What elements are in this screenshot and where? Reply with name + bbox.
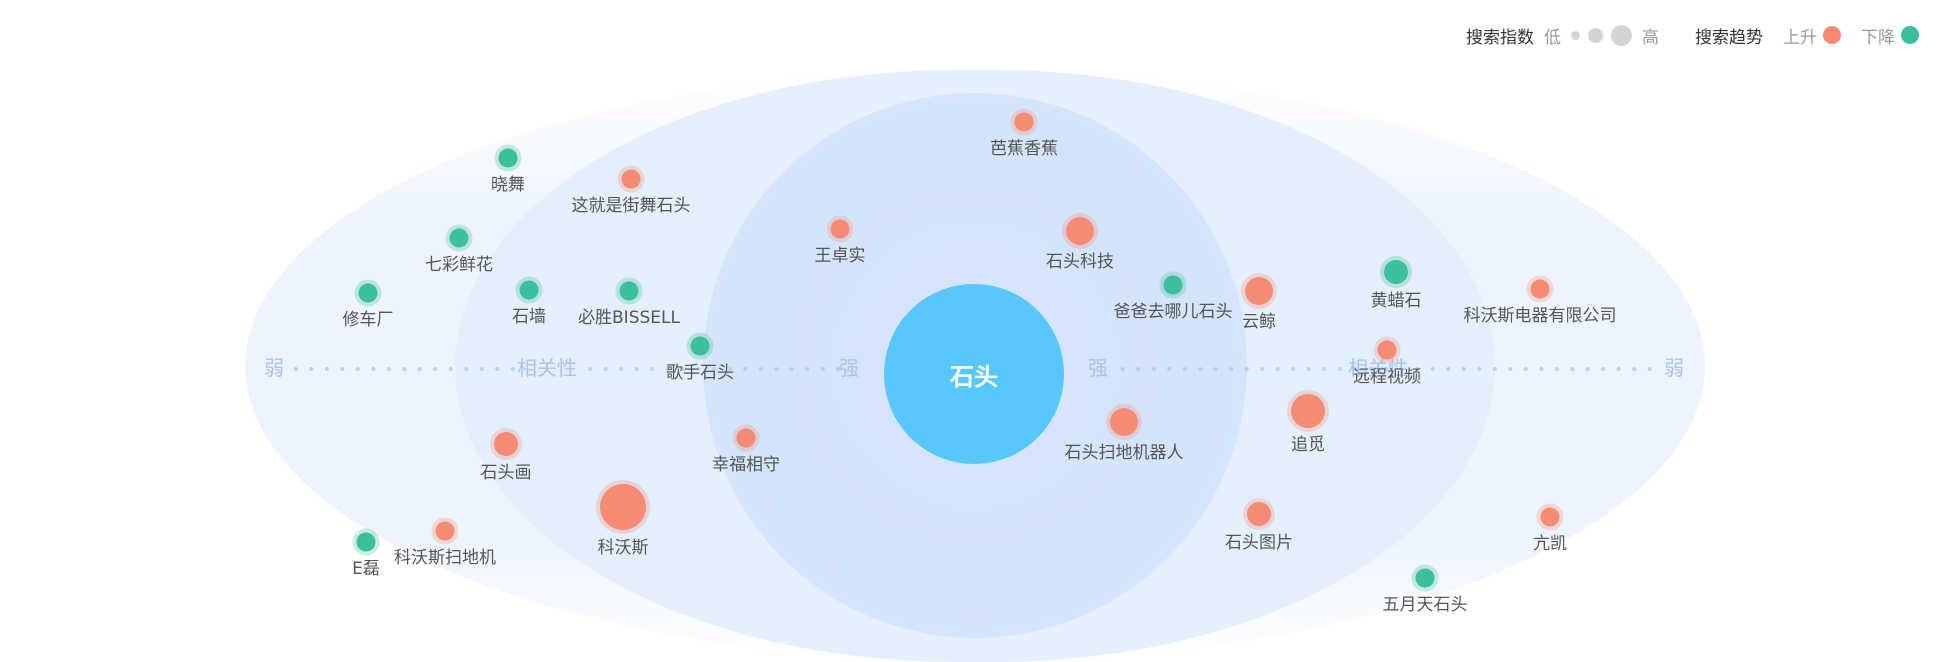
trend-dot xyxy=(519,280,539,300)
axis-left-strong-label: 强 xyxy=(839,356,859,380)
keyword-label: 石头科技 xyxy=(1046,252,1114,272)
keyword-label: 晓舞 xyxy=(491,175,525,195)
trend-down-label: 下降 xyxy=(1861,27,1895,48)
keyword-label: 这就是街舞石头 xyxy=(571,196,691,216)
axis-right-weak-label: 弱 xyxy=(1664,356,1684,380)
axis-right-strong-label: 强 xyxy=(1088,356,1108,380)
trend-dot xyxy=(690,336,710,356)
trend-dot xyxy=(1384,260,1408,284)
keyword-label: 亢凯 xyxy=(1533,534,1567,554)
trend-dot xyxy=(498,148,518,168)
keyword-label: 黄蜡石 xyxy=(1370,291,1422,311)
trend-down-dot-icon xyxy=(1901,26,1919,44)
keyword-label: 爸爸去哪儿石头 xyxy=(1113,302,1233,322)
trend-dot xyxy=(1163,275,1183,295)
trend-dot xyxy=(830,219,850,239)
trend-dot xyxy=(449,228,469,248)
keyword-label: 歌手石头 xyxy=(666,363,734,383)
trend-dot xyxy=(736,428,756,448)
keyword-label: 五月天石头 xyxy=(1382,595,1468,615)
trend-dot xyxy=(600,484,646,530)
axis-right-dots xyxy=(1115,367,1663,371)
keyword-label: 修车厂 xyxy=(342,310,394,330)
keyword-label: 七彩鲜花 xyxy=(425,255,493,275)
trend-dot xyxy=(1415,568,1435,588)
trend-dot xyxy=(1247,502,1271,526)
keyword-label: 科沃斯电器有限公司 xyxy=(1463,306,1617,326)
trend-dot xyxy=(358,283,378,303)
search-index-low-label: 低 xyxy=(1544,27,1561,48)
size-medium-dot-icon xyxy=(1588,27,1603,43)
trend-dot xyxy=(1110,408,1138,436)
axis-left-weak-label: 弱 xyxy=(264,356,284,380)
trend-dot xyxy=(619,281,639,301)
trend-dot xyxy=(1540,507,1560,527)
size-large-dot-icon xyxy=(1611,24,1632,46)
keyword-label: 石头图片 xyxy=(1225,533,1293,553)
keyword-label: 芭蕉香蕉 xyxy=(990,139,1058,159)
trend-dot xyxy=(1066,217,1094,245)
keyword-label: 石头扫地机器人 xyxy=(1064,443,1184,463)
search-index-legend-title: 搜索指数 xyxy=(1466,27,1534,48)
trend-dot xyxy=(1377,340,1397,360)
trend-up-dot-icon xyxy=(1823,26,1841,44)
keyword-label: 云鲸 xyxy=(1242,312,1276,332)
keyword-label: 远程视频 xyxy=(1353,367,1421,387)
trend-dot xyxy=(1530,279,1550,299)
keyword-label: E磊 xyxy=(352,559,380,579)
keyword-label: 科沃斯扫地机 xyxy=(394,548,496,568)
trend-dot xyxy=(494,432,518,456)
axis-left-relevance-label: 相关性 xyxy=(515,353,579,383)
size-small-dot-icon xyxy=(1571,30,1580,40)
center-keyword[interactable]: 石头 xyxy=(884,284,1064,464)
trend-dot xyxy=(356,532,376,552)
trend-dot xyxy=(1291,394,1325,428)
axis-right-relevance-label: 相关性 xyxy=(1348,356,1408,380)
keyword-label: 追觅 xyxy=(1291,435,1325,455)
trend-dot xyxy=(1014,112,1034,132)
trend-dot xyxy=(621,169,641,189)
keyword-label: 王卓实 xyxy=(814,246,866,266)
trend-dot xyxy=(435,521,455,541)
center-keyword-label: 石头 xyxy=(950,362,998,391)
trend-dot xyxy=(1245,277,1273,305)
search-trend-legend-title: 搜索趋势 xyxy=(1695,27,1763,48)
keyword-label: 必胜BISSELL xyxy=(578,308,680,328)
keyword-label: 石墙 xyxy=(512,307,546,327)
legend: 搜索指数 低 高 搜索趋势 上升 下降 xyxy=(1466,22,1919,48)
keyword-label: 石头画 xyxy=(480,463,532,483)
search-index-high-label: 高 xyxy=(1642,27,1659,48)
trend-up-label: 上升 xyxy=(1783,27,1817,48)
keyword-label: 幸福相守 xyxy=(712,455,780,475)
keyword-label: 科沃斯 xyxy=(597,538,649,558)
